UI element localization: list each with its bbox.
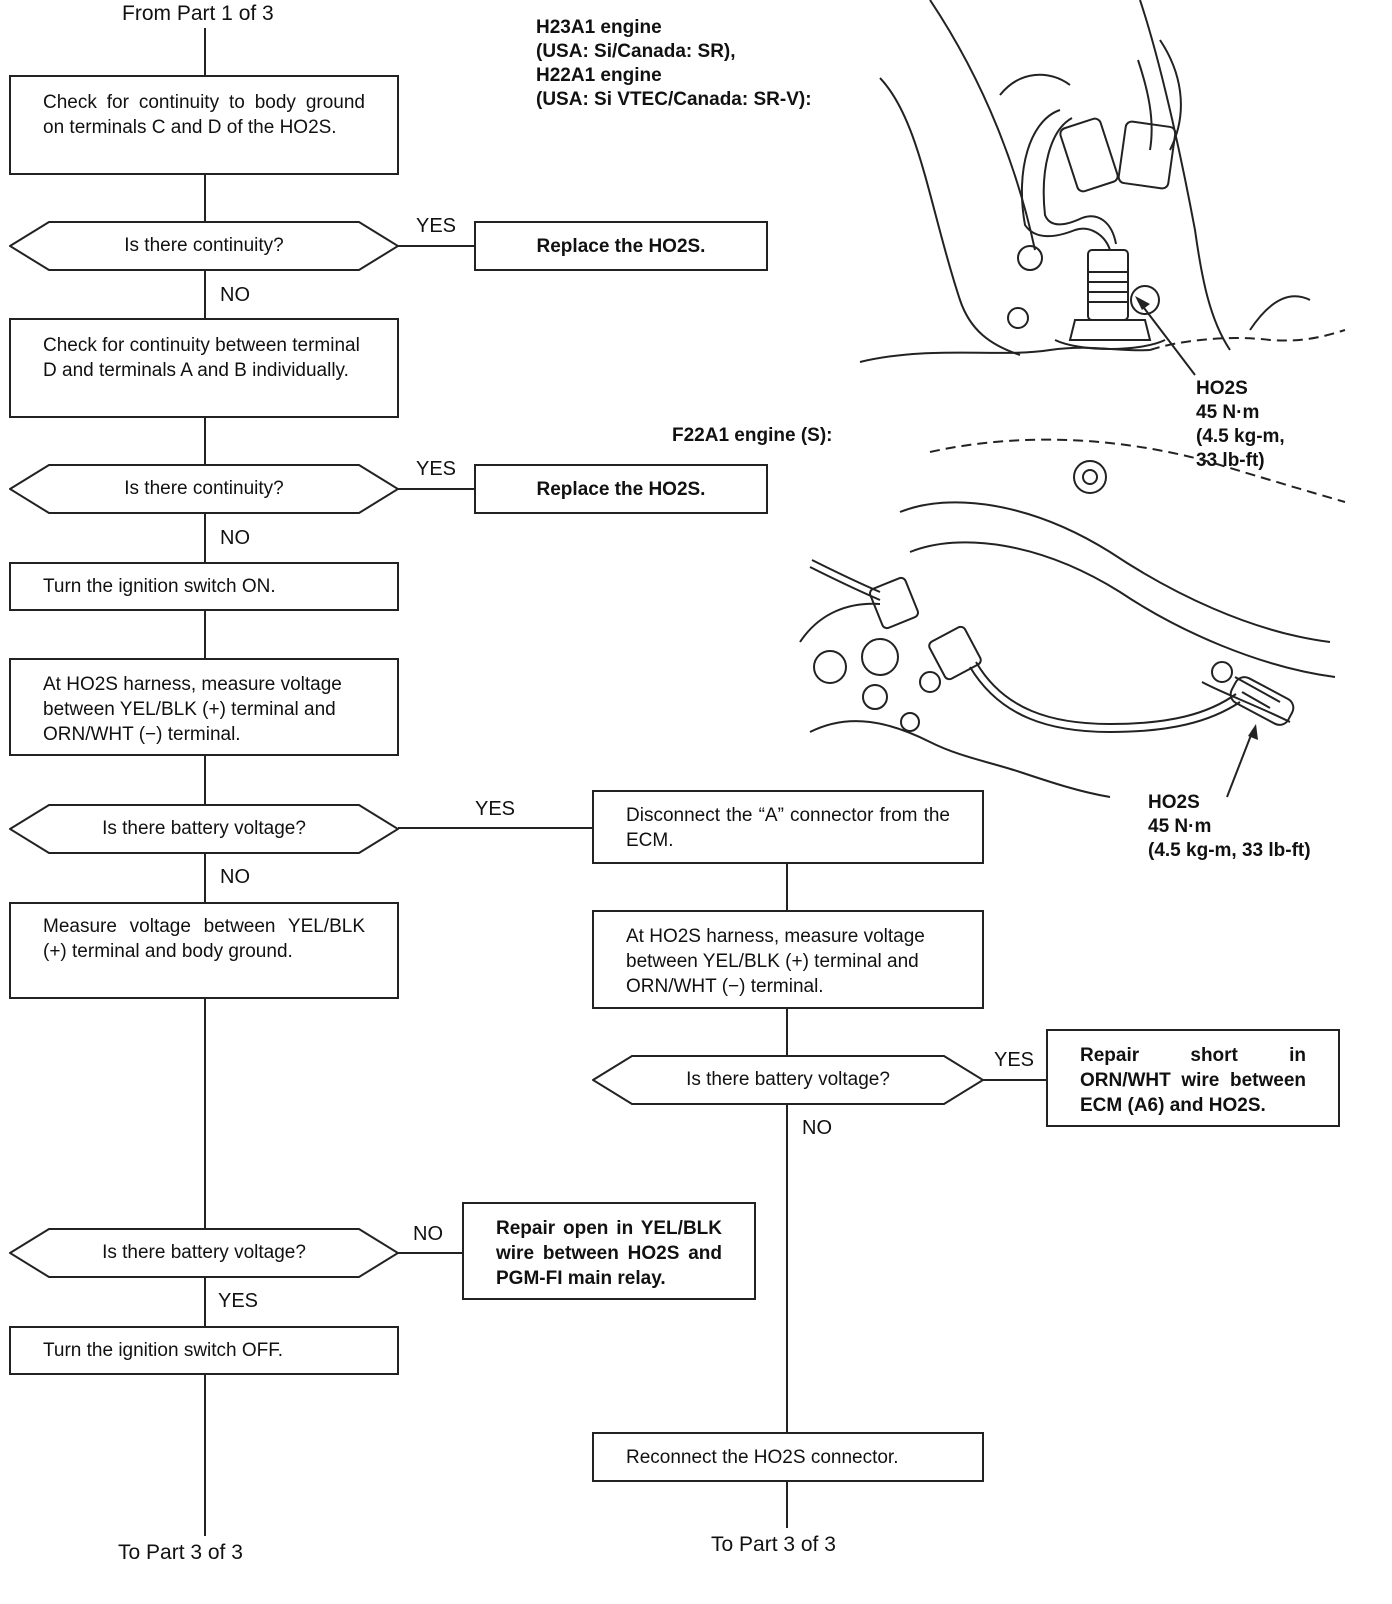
step-check-between-terminals: Check for continuity between terminal D … [9, 318, 399, 418]
flow-line [204, 174, 206, 222]
decision-text: Is there continuity? [124, 235, 284, 256]
to-part-label-right: To Part 3 of 3 [711, 1533, 836, 1556]
step-ignition-off: Turn the ignition switch OFF. [9, 1326, 399, 1375]
label-no: NO [413, 1223, 443, 1245]
label-no: NO [220, 866, 250, 888]
flow-line [398, 1252, 464, 1254]
flow-line [204, 514, 206, 564]
step-measure-voltage-2: Measure voltage between YEL/BLK (+) term… [9, 902, 399, 999]
decision-continuity-2: Is there continuity? [9, 464, 399, 514]
flow-line [398, 827, 594, 829]
flow-line [204, 1278, 206, 1328]
flow-line [204, 756, 206, 806]
label-yes: YES [994, 1049, 1035, 1071]
flow-line [204, 610, 206, 660]
step-measure-voltage-1: At HO2S harness, measure voltage between… [9, 658, 399, 756]
label-yes: YES [416, 215, 457, 237]
flow-line [398, 245, 476, 247]
flow-line [786, 862, 788, 912]
decision-battery-voltage-1: Is there battery voltage? [9, 804, 399, 854]
step-measure-voltage-3: At HO2S harness, measure voltage between… [592, 910, 984, 1009]
flow-line [982, 1079, 1048, 1081]
flow-line [204, 998, 206, 1230]
flow-line [204, 418, 206, 466]
label-no: NO [802, 1117, 832, 1139]
step-disconnect-ecm-connector: Disconnect the “A” connector from the EC… [592, 790, 984, 864]
flow-line [786, 1008, 788, 1058]
decision-text: Is there battery voltage? [102, 818, 306, 839]
flow-line [786, 1480, 788, 1528]
flow-line [398, 488, 476, 490]
flow-line [204, 28, 206, 76]
from-part-label: From Part 1 of 3 [122, 2, 274, 25]
decision-battery-voltage-2: Is there battery voltage? [592, 1055, 984, 1105]
label-yes: YES [218, 1290, 259, 1312]
decision-continuity-1: Is there continuity? [9, 221, 399, 271]
replace-ho2s-box-2: Replace the HO2S. [474, 464, 768, 514]
decision-text: Is there battery voltage? [102, 1242, 306, 1263]
replace-ho2s-box-1: Replace the HO2S. [474, 221, 768, 271]
decision-text: Is there battery voltage? [686, 1069, 890, 1090]
label-no: NO [220, 284, 250, 306]
flow-line [204, 270, 206, 320]
flow-line [204, 1374, 206, 1536]
f22a1-engine-caption: F22A1 engine (S): [672, 425, 833, 446]
flow-line [786, 1104, 788, 1432]
label-yes: YES [416, 458, 457, 480]
label-no: NO [220, 527, 250, 549]
decision-battery-voltage-3: Is there battery voltage? [9, 1228, 399, 1278]
h23a1-ho2s-callout: HO2S 45 N·m (4.5 kg-m, 33 lb-ft) [1196, 378, 1285, 471]
h23a1-engine-caption: H23A1 engine (USA: Si/Canada: SR), H22A1… [536, 17, 812, 110]
label-yes: YES [475, 798, 516, 820]
to-part-label-left: To Part 3 of 3 [118, 1541, 243, 1564]
flow-line [204, 854, 206, 904]
step-ignition-on: Turn the ignition switch ON. [9, 562, 399, 611]
f22a1-ho2s-callout: HO2S 45 N·m (4.5 kg-m, 33 lb-ft) [1148, 792, 1311, 861]
step-check-body-ground: Check for continuity to body ground on t… [9, 75, 399, 175]
repair-open-yel-blk-box: Repair open in YEL/BLK wire between HO2S… [462, 1202, 756, 1300]
step-reconnect-ho2s: Reconnect the HO2S connector. [592, 1432, 984, 1482]
decision-text: Is there continuity? [124, 478, 284, 499]
f22a1-engine-illustration [799, 438, 1346, 798]
h23a1-engine-illustration [859, 0, 1346, 376]
repair-short-orn-wht-box: Repair short in ORN/WHT wire between ECM… [1046, 1029, 1340, 1127]
